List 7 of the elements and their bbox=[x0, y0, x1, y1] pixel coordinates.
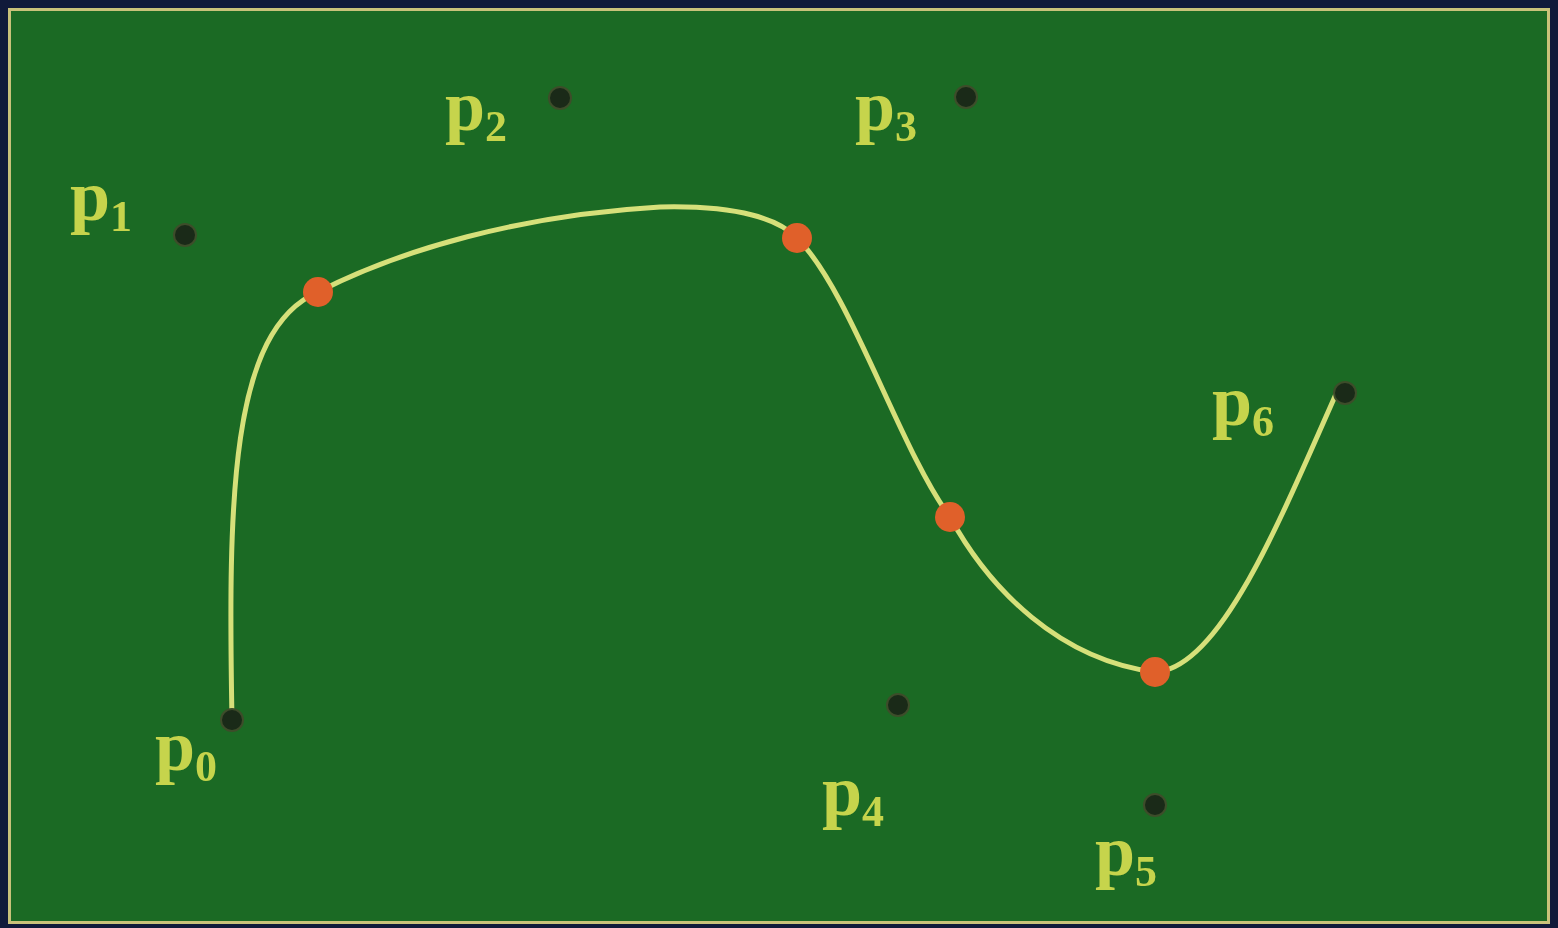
point-label: p$_{5}$ bbox=[1095, 815, 1158, 894]
point-label: p$_{0}$ bbox=[155, 710, 218, 789]
point-label: p$_{3}$ bbox=[855, 70, 918, 149]
point-label: p$_{1}$ bbox=[70, 160, 133, 239]
point-label: p$_{6}$ bbox=[1212, 365, 1275, 444]
point-label: p$_{2}$ bbox=[445, 70, 508, 149]
point-label: p$_{4}$ bbox=[822, 755, 885, 834]
